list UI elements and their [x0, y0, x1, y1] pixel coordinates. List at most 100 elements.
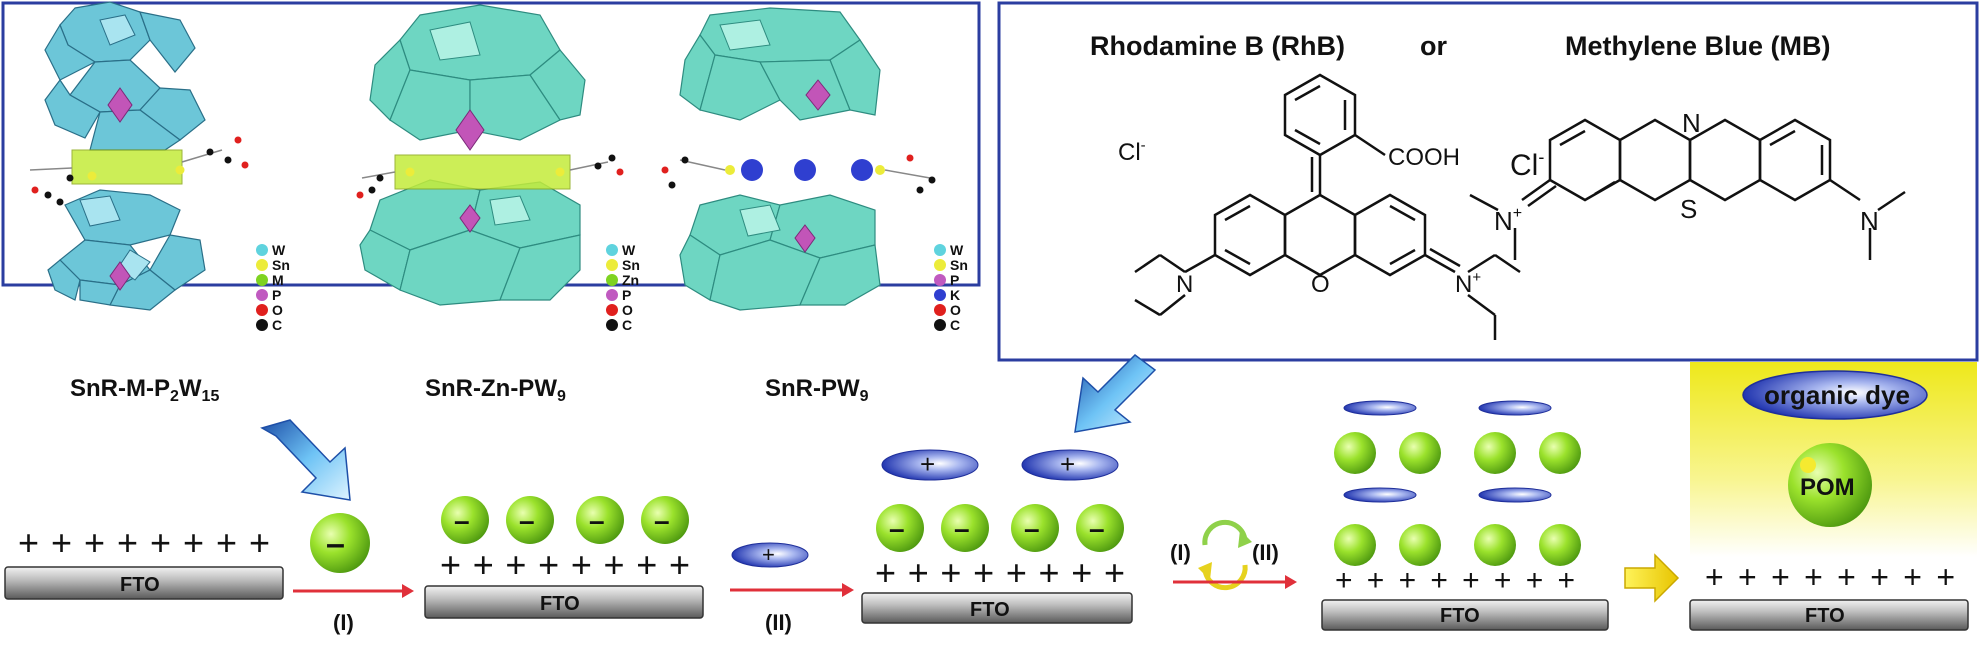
arrow-step-1	[293, 584, 414, 598]
legend-1-dot-5	[256, 319, 268, 331]
structure-snr-m-p2w15	[29, 1, 249, 311]
legend-2-dot-2	[606, 274, 618, 286]
step-1-label: (I)	[333, 610, 354, 635]
step-2-label: (II)	[765, 610, 792, 635]
stage-3-plus-row: + + + + + + + +	[875, 552, 1125, 593]
structure-label-3: SnR-PW9	[765, 375, 869, 405]
or-text: or	[1420, 31, 1447, 61]
rhb-counterion: Cl-	[1118, 137, 1146, 166]
stage-2: – – – – + + + + + + + + FTO	[424, 496, 704, 619]
stage-1-plus-row: + + + + + + + +	[18, 522, 270, 563]
cycle-right-label: (II)	[1252, 540, 1279, 565]
legend-1-label-0: W	[272, 242, 286, 258]
legend-1-dot-3	[256, 289, 268, 301]
svg-text:–: –	[889, 513, 905, 544]
mb-counterion: Cl-	[1510, 147, 1544, 182]
svg-text:–: –	[589, 505, 605, 536]
mb-n-left: N+	[1494, 205, 1522, 236]
svg-text:+: +	[762, 542, 775, 567]
rhb-n-right: N+	[1455, 269, 1481, 298]
legend-1-dot-1	[256, 259, 268, 271]
structure-label-1: SnR-M-P2W15	[70, 375, 219, 405]
legend-structure-3: W Sn P K O C	[934, 242, 968, 333]
stage-3-pom-row: – – – –	[876, 504, 1124, 552]
legend-3-dot-2	[934, 274, 946, 286]
stage-3-dye-row: + +	[881, 449, 1119, 481]
legend-3-dot-3	[934, 289, 946, 301]
stage-3-fto-label: FTO	[970, 599, 1010, 621]
stage-4-fto	[1321, 599, 1609, 631]
legend-3-label-5: C	[950, 317, 960, 333]
legend-1-label-3: P	[272, 287, 281, 303]
organic-dye-ellipse	[1742, 370, 1928, 420]
legend-1-dot-0	[256, 244, 268, 256]
free-dye-1: +	[731, 542, 809, 568]
svg-text:–: –	[1089, 513, 1105, 544]
pom-label: POM	[1800, 474, 1855, 501]
mb-n-top: N	[1682, 108, 1701, 138]
rhb-title: Rhodamine B (RhB)	[1090, 31, 1345, 61]
legend-2-dot-4	[606, 304, 618, 316]
structure-label-2: SnR-Zn-PW9	[425, 375, 566, 405]
structure-snr-pw9	[661, 7, 936, 311]
legend-structure-1: W Sn M P O C	[256, 242, 290, 333]
stage-1: + + + + + + + + FTO	[4, 522, 284, 600]
cycle-arrows-icon	[1198, 519, 1252, 591]
svg-text:–: –	[654, 505, 670, 536]
legend-1-label-1: Sn	[272, 257, 290, 273]
legend-3-label-4: O	[950, 302, 961, 318]
legend-3-dot-4	[934, 304, 946, 316]
legend-3-label-2: P	[950, 272, 959, 288]
legend-2-label-1: Sn	[622, 257, 640, 273]
legend-3-dot-5	[934, 319, 946, 331]
blue-arrow-1-icon	[260, 419, 351, 501]
yellow-arrow-icon	[1624, 553, 1680, 603]
svg-text:–: –	[954, 513, 970, 544]
legend-2-dot-1	[606, 259, 618, 271]
stage-5-fto-label: FTO	[1805, 605, 1845, 627]
arrow-cycle	[1173, 575, 1297, 589]
legend-3-label-1: Sn	[950, 257, 968, 273]
svg-text:–: –	[519, 505, 535, 536]
organic-dye-label: organic dye	[1764, 380, 1910, 410]
legend-3-label-0: W	[950, 242, 964, 258]
blue-arrow-2-icon	[1074, 354, 1157, 433]
legend-1-dot-4	[256, 304, 268, 316]
legend-3-label-3: K	[950, 287, 960, 303]
svg-text:–: –	[454, 505, 470, 536]
stage-3: + + – – – – + + + + + + + + FTO	[861, 449, 1133, 624]
stage-5-fto	[1689, 599, 1969, 631]
free-pom-1: –	[310, 513, 370, 573]
stage-2-pom-row: – – – –	[441, 496, 689, 544]
svg-text:+: +	[920, 449, 935, 479]
stage-3-fto	[861, 592, 1133, 624]
stage-4-dyes	[1343, 400, 1552, 503]
legend-1-label-5: C	[272, 317, 282, 333]
rhb-cooh: COOH	[1388, 144, 1460, 171]
free-pom-1-sign: –	[326, 525, 345, 563]
stage-1-fto-label: FTO	[120, 574, 160, 596]
stage-4-plus-row: + + + + + + + +	[1335, 564, 1575, 597]
arrow-step-2	[730, 583, 854, 597]
legend-2-dot-0	[606, 244, 618, 256]
mb-s: S	[1680, 194, 1697, 224]
legend-2-label-4: O	[622, 302, 633, 318]
stage-5: organic dye POM + + + + + + + + FTO	[1689, 362, 1977, 631]
mb-title: Methylene Blue (MB)	[1565, 31, 1831, 61]
svg-text:–: –	[1024, 513, 1040, 544]
stage-1-fto	[4, 566, 284, 600]
structure-snr-zn-pw9	[356, 4, 624, 306]
stage-4: + + + + + + + + FTO	[1321, 400, 1609, 631]
legend-2-label-5: C	[622, 317, 632, 333]
rhb-n-left: N	[1176, 271, 1193, 298]
legend-1-label-2: M	[272, 272, 284, 288]
legend-2-dot-3	[606, 289, 618, 301]
legend-structure-2: W Sn Zn P O C	[606, 242, 640, 333]
legend-1-dot-2	[256, 274, 268, 286]
stage-4-poms	[1334, 432, 1581, 566]
legend-3-dot-1	[934, 259, 946, 271]
mb-structure	[1469, 118, 1906, 260]
stage-5-plus-row: + + + + + + + +	[1705, 559, 1955, 595]
legend-2-label-3: P	[622, 287, 631, 303]
